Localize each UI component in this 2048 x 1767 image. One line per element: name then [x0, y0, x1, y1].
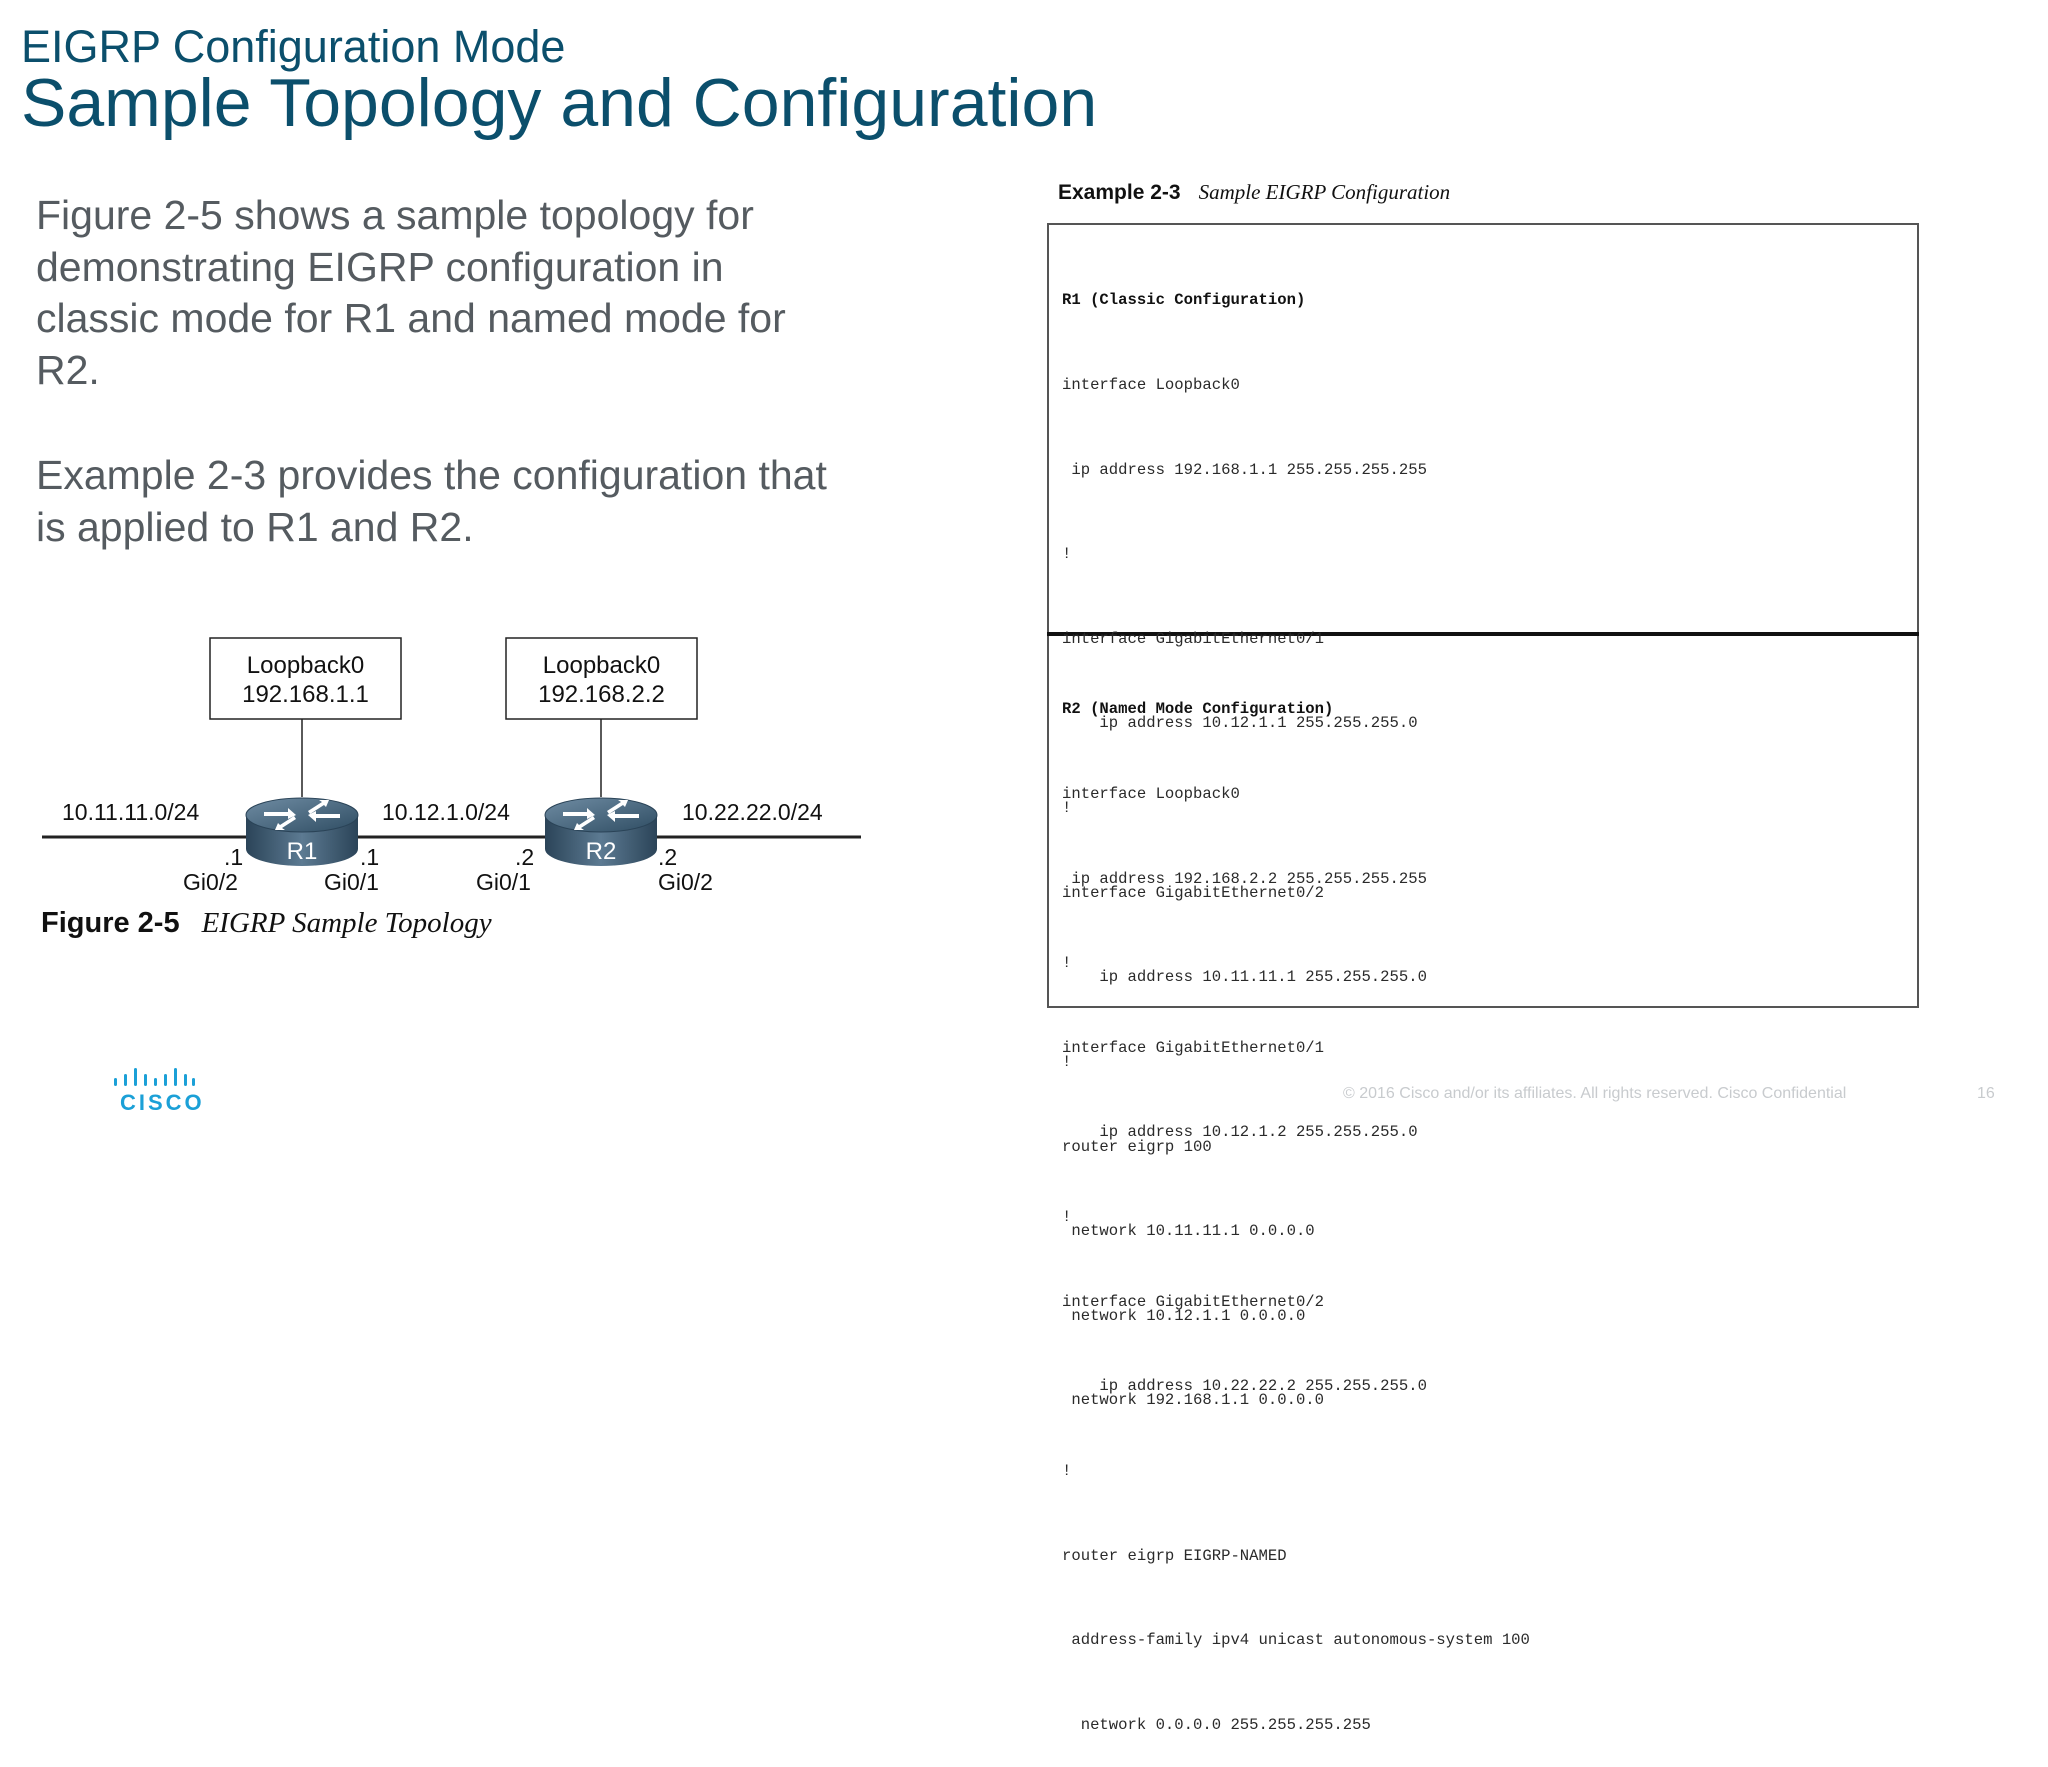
config-line: router eigrp EIGRP-NAMED: [1062, 1546, 1287, 1565]
r2-left-intf: Gi0/1: [476, 869, 531, 895]
r1-right-intf: Gi0/1: [324, 869, 379, 895]
r1-config-header: R1 (Classic Configuration): [1062, 291, 1306, 310]
config-line: interface Loopback0: [1062, 785, 1240, 804]
config-line: interface GigabitEthernet0/2: [1062, 883, 1325, 902]
figure-caption: Figure 2-5 EIGRP Sample Topology: [41, 907, 492, 940]
router-r2-label: R2: [586, 838, 617, 865]
config-line: !: [1062, 545, 1072, 564]
example-title: Sample EIGRP Configuration: [1198, 180, 1451, 204]
r2-config-block: R2 (Named Mode Configuration) interface …: [1062, 639, 1530, 1767]
r1-right-host: .1: [360, 844, 379, 870]
r2-loopback-box: [505, 637, 698, 720]
cisco-logo-text: CISCO: [120, 1090, 205, 1115]
config-line: ip address 192.168.2.2 255.255.255.255: [1062, 869, 1427, 888]
example-number: Example 2-3: [1058, 181, 1181, 204]
config-line: ip address 192.168.1.1 255.255.255.255: [1062, 460, 1427, 479]
config-line: !: [1062, 1208, 1072, 1227]
left-network-label: 10.11.11.0/24: [62, 799, 199, 825]
config-line: interface GigabitEthernet0/1: [1062, 629, 1325, 648]
body-paragraph-2: Example 2-3 provides the configuration t…: [36, 452, 827, 550]
config-line: interface GigabitEthernet0/2: [1062, 1292, 1325, 1311]
config-line: !: [1062, 954, 1072, 973]
r1-left-intf: Gi0/2: [183, 869, 238, 895]
r2-right-intf: Gi0/2: [658, 869, 713, 895]
config-line: !: [1062, 1461, 1072, 1480]
r1-loopback-ip: 192.168.1.1: [242, 681, 369, 708]
r2-loopback-name: Loopback0: [543, 652, 660, 679]
middle-network-label: 10.12.1.0/24: [382, 799, 510, 825]
router-r1-label: R1: [287, 838, 318, 865]
figure-title: EIGRP Sample Topology: [201, 907, 492, 939]
config-line: ip address 10.11.11.1 255.255.255.0: [1062, 968, 1427, 987]
body-paragraph-1: Figure 2-5 shows a sample topology for d…: [36, 192, 786, 394]
config-line: address-family ipv4 unicast autonomous-s…: [1062, 1631, 1530, 1650]
config-line: interface Loopback0: [1062, 376, 1240, 395]
r2-left-host: .2: [515, 844, 534, 870]
r2-right-host: .2: [658, 844, 677, 870]
example-caption: Example 2-3 Sample EIGRP Configuration: [1058, 180, 1450, 205]
config-line: network 0.0.0.0 255.255.255.255: [1062, 1715, 1371, 1734]
cisco-logo-icon: [114, 1068, 195, 1086]
config-separator: [1047, 632, 1919, 636]
slide-title: Sample Topology and Configuration: [21, 65, 1098, 141]
figure-number: Figure 2-5: [41, 907, 180, 939]
config-line: router eigrp 100: [1062, 1137, 1212, 1156]
r2-loopback-ip: 192.168.2.2: [538, 681, 665, 708]
r1-loopback-name: Loopback0: [247, 652, 364, 679]
page-number: 16: [1977, 1085, 1995, 1102]
config-box: [1047, 223, 1919, 1008]
config-line: ip address 10.12.1.2 255.255.255.0: [1062, 1123, 1418, 1142]
config-line: ip address 10.22.22.2 255.255.255.0: [1062, 1377, 1427, 1396]
copyright-footer: © 2016 Cisco and/or its affiliates. All …: [1343, 1085, 1847, 1102]
r2-config-header: R2 (Named Mode Configuration): [1062, 700, 1334, 719]
right-network-label: 10.22.22.0/24: [682, 799, 823, 825]
topology-diagram: Loopback0 192.168.1.1 Loopback0 192.168.…: [42, 637, 861, 895]
r1-left-host: .1: [224, 844, 243, 870]
config-line: ip address 10.12.1.1 255.255.255.0: [1062, 714, 1418, 733]
config-line: interface GigabitEthernet0/1: [1062, 1038, 1325, 1057]
r1-loopback-box: [209, 637, 402, 720]
config-line: !: [1062, 799, 1072, 818]
slide-supertitle: EIGRP Configuration Mode: [21, 21, 566, 72]
config-line: !: [1062, 1052, 1072, 1071]
